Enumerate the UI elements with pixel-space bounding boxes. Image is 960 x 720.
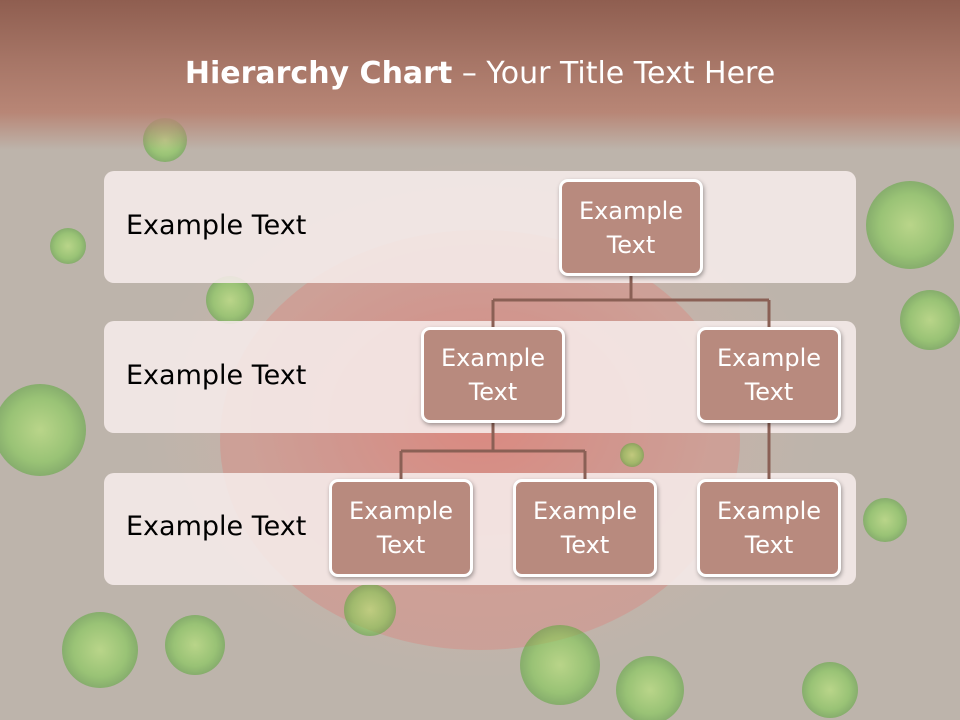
title-bold: Hierarchy Chart (184, 56, 453, 91)
title-band (0, 0, 960, 150)
level-band-1 (104, 171, 856, 283)
slide-title: Hierarchy Chart – Your Title Text Here (0, 56, 960, 91)
level-label-3: Example Text (126, 511, 307, 542)
title-separator: – (452, 56, 487, 91)
title-rest: Your Title Text Here (486, 56, 776, 91)
level-label-2: Example Text (126, 360, 307, 391)
level-label-1: Example Text (126, 210, 307, 241)
